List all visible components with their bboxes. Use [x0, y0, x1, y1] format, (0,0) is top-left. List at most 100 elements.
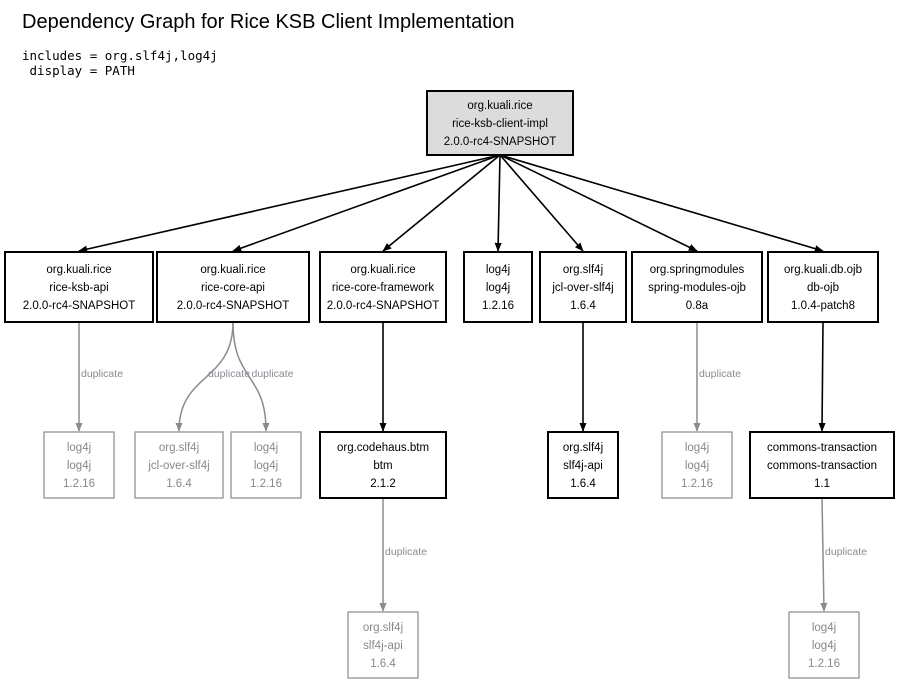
- node-version: 1.2.16: [250, 478, 282, 490]
- edge-rice-core-api-to-dup-log4j-b: [232, 321, 270, 432]
- node-group: log4j: [685, 442, 709, 454]
- node-group: log4j: [254, 442, 278, 454]
- graph-edge: duplicate: [175, 321, 250, 432]
- edge-label-duplicate: duplicate: [825, 546, 867, 558]
- includes-line: includes = org.slf4j,log4j: [22, 48, 218, 63]
- display-line: display = PATH: [22, 63, 135, 78]
- node-version: 1.1: [814, 478, 830, 490]
- node-artifact: log4j: [254, 460, 278, 472]
- node-box-rice-core-framework[interactable]: [319, 251, 447, 323]
- node-version: 1.2.16: [808, 658, 840, 670]
- node-group: org.slf4j: [159, 442, 199, 454]
- edge-root-to-db-ojb: [499, 154, 824, 253]
- node-box-dup-log4j-d[interactable]: [788, 611, 860, 679]
- node-version: 2.0.0-rc4-SNAPSHOT: [23, 300, 135, 312]
- graph-edge: duplicate: [75, 322, 123, 432]
- graph-node[interactable]: log4j log4j 1.2.16: [230, 431, 302, 499]
- graph-node[interactable]: org.kuali.ricerice-ksb-client-impl2.0.0-…: [426, 90, 574, 156]
- edge-root-to-spring-modules-ojb: [499, 154, 698, 252]
- graph-node[interactable]: org.slf4j jcl-over-slf4j 1.6.4: [134, 431, 224, 499]
- node-box-spring-modules-ojb[interactable]: [631, 251, 763, 323]
- node-artifact: rice-ksb-api: [49, 282, 108, 294]
- graph-edge: [499, 154, 584, 252]
- graph-node[interactable]: log4j log4j 1.2.16: [661, 431, 733, 499]
- node-box-slf4j-api[interactable]: [547, 431, 619, 499]
- node-group: org.kuali.rice: [200, 264, 265, 276]
- node-group: log4j: [812, 622, 836, 634]
- node-artifact: log4j: [67, 460, 91, 472]
- node-box-rice-core-api[interactable]: [156, 251, 310, 323]
- node-version: 1.2.16: [482, 300, 514, 312]
- node-artifact: log4j: [685, 460, 709, 472]
- graph-edge: [494, 154, 502, 252]
- node-version: 2.1.2: [370, 478, 396, 490]
- graph-node[interactable]: org.kuali.rice rice-ksb-api 2.0.0-rc4-SNAP…: [4, 251, 154, 323]
- node-box-dup-jcl-over-slf4j[interactable]: [134, 431, 224, 499]
- node-box-jcl-over-slf4j[interactable]: [539, 251, 627, 323]
- page-title: Dependency Graph for Rice KSB Client Imp…: [22, 11, 514, 33]
- graph-edge: [232, 154, 501, 252]
- graph-node[interactable]: org.kuali.ricerice-core-api2.0.0-rc4-SNA…: [156, 251, 310, 323]
- graph-edge: [499, 154, 698, 252]
- node-version: 1.6.4: [570, 300, 596, 312]
- node-version: 1.6.4: [166, 478, 192, 490]
- node-group: org.kuali.rice: [467, 100, 532, 112]
- node-layer: org.kuali.ricerice-ksb-client-impl2.0.0-…: [4, 90, 895, 679]
- node-box-commons-transaction[interactable]: [749, 431, 895, 499]
- edge-label-duplicate: duplicate: [385, 546, 427, 558]
- node-group: org.codehaus.btm: [337, 442, 429, 454]
- node-version: 1.6.4: [570, 478, 596, 490]
- node-version: 2.0.0-rc4-SNAPSHOT: [177, 300, 289, 312]
- node-version: 2.0.0-rc4-SNAPSHOT: [327, 300, 439, 312]
- node-box-dup-log4j-b[interactable]: [230, 431, 302, 499]
- graph-edge: [78, 154, 501, 253]
- node-version: 1.6.4: [370, 658, 396, 670]
- node-group: log4j: [67, 442, 91, 454]
- node-box-btm[interactable]: [319, 431, 447, 499]
- edge-label-duplicate: duplicate: [252, 368, 294, 380]
- edge-label-duplicate: duplicate: [208, 368, 250, 380]
- graph-edge: [818, 321, 826, 432]
- node-artifact: btm: [373, 460, 392, 472]
- graph-edge: duplicate: [232, 321, 294, 432]
- node-box-dup-log4j-c[interactable]: [661, 431, 733, 499]
- node-group: org.slf4j: [563, 264, 603, 276]
- node-box-db-ojb[interactable]: [767, 251, 879, 323]
- edge-root-to-rice-core-api: [232, 154, 501, 252]
- edge-rice-core-api-to-dup-jcl-over-slf4j: [175, 321, 234, 432]
- node-group: org.kuali.rice: [46, 264, 111, 276]
- node-artifact: rice-core-framework: [332, 282, 434, 294]
- node-box-log4j-row2[interactable]: [463, 251, 533, 323]
- node-artifact: log4j: [486, 282, 510, 294]
- graph-node[interactable]: org.codehaus.btm btm 2.1.2: [319, 431, 447, 499]
- graph-node[interactable]: org.kuali.ricerice-core-framework2.0.0-r…: [319, 251, 447, 323]
- node-box-dup-slf4j-api[interactable]: [347, 611, 419, 679]
- node-box-rice-ksb-api[interactable]: [4, 251, 154, 323]
- graph-edge: [382, 154, 501, 252]
- node-box-dup-log4j-a[interactable]: [43, 431, 115, 499]
- node-artifact: slf4j-api: [363, 640, 403, 652]
- node-group: org.slf4j: [563, 442, 603, 454]
- graph-edge: duplicate: [379, 498, 427, 612]
- node-version: 1.2.16: [681, 478, 713, 490]
- edge-root-to-jcl-over-slf4j: [499, 154, 584, 252]
- node-artifact: spring-modules-ojb: [648, 282, 746, 294]
- graph-node[interactable]: org.slf4j slf4j-api 1.6.4: [347, 611, 419, 679]
- graph-edge: duplicate: [820, 497, 867, 612]
- node-box-root[interactable]: [426, 90, 574, 156]
- graph-edge: duplicate: [693, 322, 741, 432]
- node-version: 2.0.0-rc4-SNAPSHOT: [444, 136, 556, 148]
- edge-root-to-rice-ksb-api: [78, 154, 501, 253]
- node-artifact: db-ojb: [807, 282, 839, 294]
- node-group: org.slf4j: [363, 622, 403, 634]
- node-artifact: jcl-over-slf4j: [147, 460, 209, 472]
- graph-node[interactable]: commons-transactioncommons-transaction1.…: [749, 431, 895, 499]
